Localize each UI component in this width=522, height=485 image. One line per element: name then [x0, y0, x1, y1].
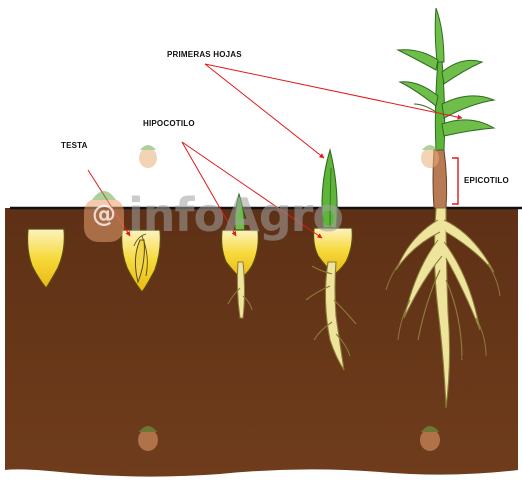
watermark-text: infoAgro — [128, 188, 343, 242]
label-hipocotilo: HIPOCOTILO — [143, 119, 195, 128]
label-epicotilo: EPICOTILO — [464, 176, 509, 185]
watermark-badge-symbol: @ — [92, 200, 115, 228]
arrow-primeras-hojas-1 — [205, 64, 324, 158]
epicotilo-bracket — [452, 158, 458, 204]
label-primeras-hojas: PRIMERAS HOJAS — [167, 50, 242, 59]
label-testa: TESTA — [61, 141, 88, 150]
